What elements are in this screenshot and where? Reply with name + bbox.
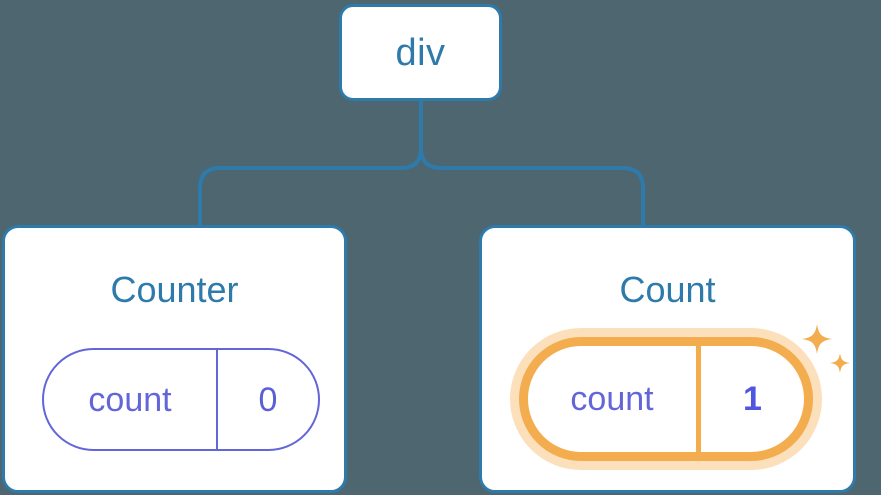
connector-left-branch (198, 99, 423, 227)
state-pill-counter-count[interactable]: count 0 (42, 348, 320, 451)
node-root-label: div (395, 31, 446, 74)
state-pill-count-count[interactable]: count 1 (519, 337, 813, 461)
state-pill-value: 0 (258, 380, 278, 419)
state-pill-value: 1 (743, 380, 762, 418)
card-title-count: Count (619, 269, 716, 310)
card-title-counter: Counter (110, 269, 239, 310)
connector-right-branch (419, 99, 645, 227)
state-pill-key: count (528, 346, 701, 452)
node-root-div[interactable]: div (339, 4, 502, 101)
state-pill-key: count (44, 350, 218, 449)
